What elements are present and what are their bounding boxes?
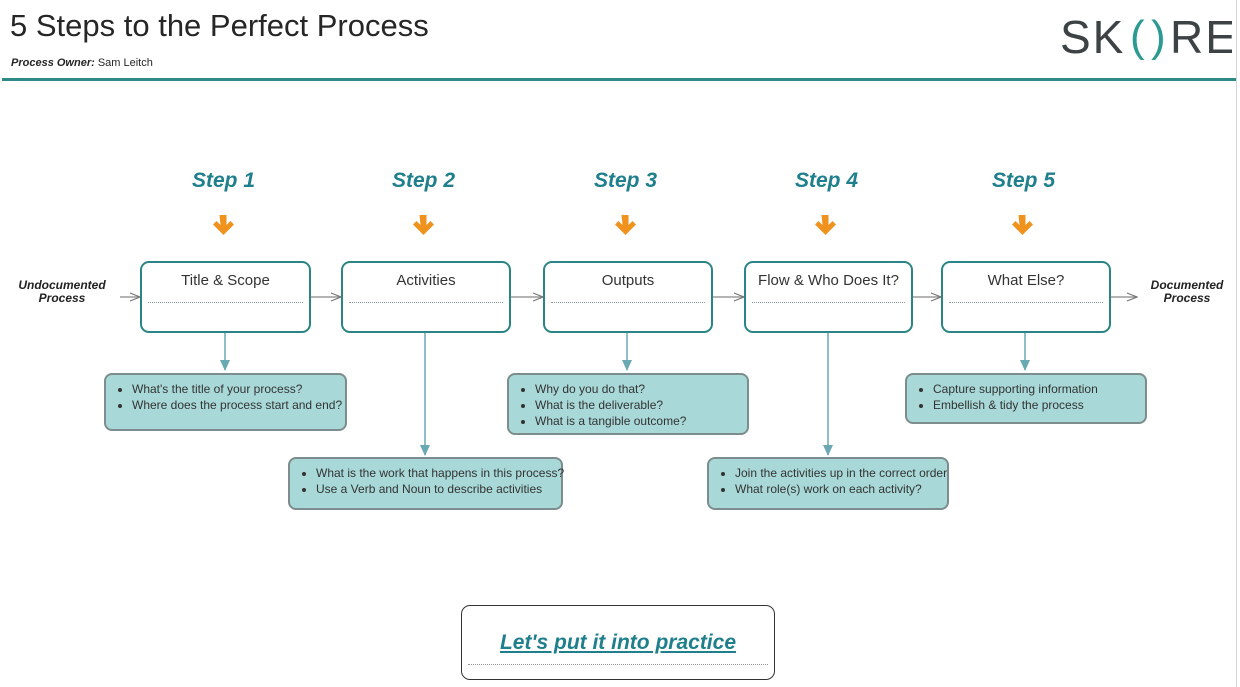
- divider: [551, 302, 705, 303]
- list-item: Join the activities up in the correct or…: [735, 465, 947, 481]
- step-2-title: Activities: [396, 272, 456, 289]
- list-item: Embellish & tidy the process: [933, 397, 1139, 413]
- process-owner: Process Owner: Sam Leitch: [11, 57, 153, 69]
- practice-link[interactable]: Let's put it into practice: [499, 631, 736, 654]
- list-item: What is the deliverable?: [535, 397, 741, 413]
- start-label: Undocumented Process: [10, 279, 114, 305]
- step-5-heading: Step 5: [992, 169, 1056, 192]
- step-1-title: Title & Scope: [181, 272, 270, 289]
- svg-text:): ): [1151, 12, 1166, 61]
- step-3-title: Outputs: [601, 272, 655, 289]
- divider: [468, 664, 768, 665]
- step-4-heading: Step 4: [795, 169, 859, 192]
- list-item: What's the title of your process?: [132, 381, 339, 397]
- cta-box[interactable]: Let's put it into practice: [461, 605, 775, 680]
- step-3-box[interactable]: Outputs: [543, 261, 713, 333]
- step-4-notes[interactable]: Join the activities up in the correct or…: [707, 457, 949, 510]
- step-2-heading: Step 2: [392, 169, 456, 192]
- page-title: 5 Steps to the Perfect Process: [10, 8, 429, 43]
- step-1-heading: Step 1: [192, 169, 256, 192]
- end-label-line: Documented: [1150, 278, 1224, 292]
- orange-down-arrow-icon: [815, 215, 836, 235]
- list-item: What role(s) work on each activity?: [735, 481, 941, 497]
- list-item: Where does the process start and end?: [132, 397, 342, 413]
- divider: [148, 302, 303, 303]
- list-item: Why do you do that?: [535, 381, 741, 397]
- orange-down-arrow-icon: [213, 215, 234, 235]
- divider: [752, 302, 905, 303]
- start-label-line: Undocumented: [18, 278, 106, 292]
- svg-text:RE: RE: [1170, 12, 1232, 62]
- header-divider: [2, 78, 1236, 81]
- list-item: What is the work that happens in this pr…: [316, 465, 564, 481]
- step-3-notes[interactable]: Why do you do that? What is the delivera…: [507, 373, 749, 435]
- end-label: Documented Process: [1138, 279, 1236, 305]
- orange-down-arrow-icon: [615, 215, 636, 235]
- list-item: Capture supporting information: [933, 381, 1139, 397]
- orange-down-arrow-icon: [1012, 215, 1033, 235]
- step-5-box[interactable]: What Else?: [941, 261, 1111, 333]
- divider: [949, 302, 1103, 303]
- process-owner-name: Sam Leitch: [97, 57, 153, 69]
- orange-down-arrow-icon: [413, 215, 434, 235]
- start-label-line: Process: [38, 291, 86, 305]
- page-border: [1236, 0, 1237, 687]
- step-3-heading: Step 3: [594, 169, 658, 192]
- step-1-box[interactable]: Title & Scope: [140, 261, 311, 333]
- process-owner-label: Process Owner:: [11, 57, 95, 69]
- step-5-notes[interactable]: Capture supporting information Embellish…: [905, 373, 1147, 424]
- step-2-notes[interactable]: What is the work that happens in this pr…: [288, 457, 564, 510]
- skore-logo: SK ( ) RE: [1060, 12, 1232, 62]
- list-item: Use a Verb and Noun to describe activiti…: [316, 481, 555, 497]
- end-label-line: Process: [1163, 291, 1211, 305]
- svg-text:SK: SK: [1060, 12, 1125, 62]
- step-2-box[interactable]: Activities: [341, 261, 511, 333]
- list-item: What is a tangible outcome?: [535, 413, 741, 429]
- step-4-title: Flow & Who Does It?: [758, 272, 899, 289]
- svg-text:(: (: [1130, 12, 1145, 61]
- step-1-notes[interactable]: What's the title of your process? Where …: [104, 373, 347, 431]
- step-4-box[interactable]: Flow & Who Does It?: [744, 261, 913, 333]
- divider: [349, 302, 503, 303]
- step-5-title: What Else?: [987, 272, 1065, 289]
